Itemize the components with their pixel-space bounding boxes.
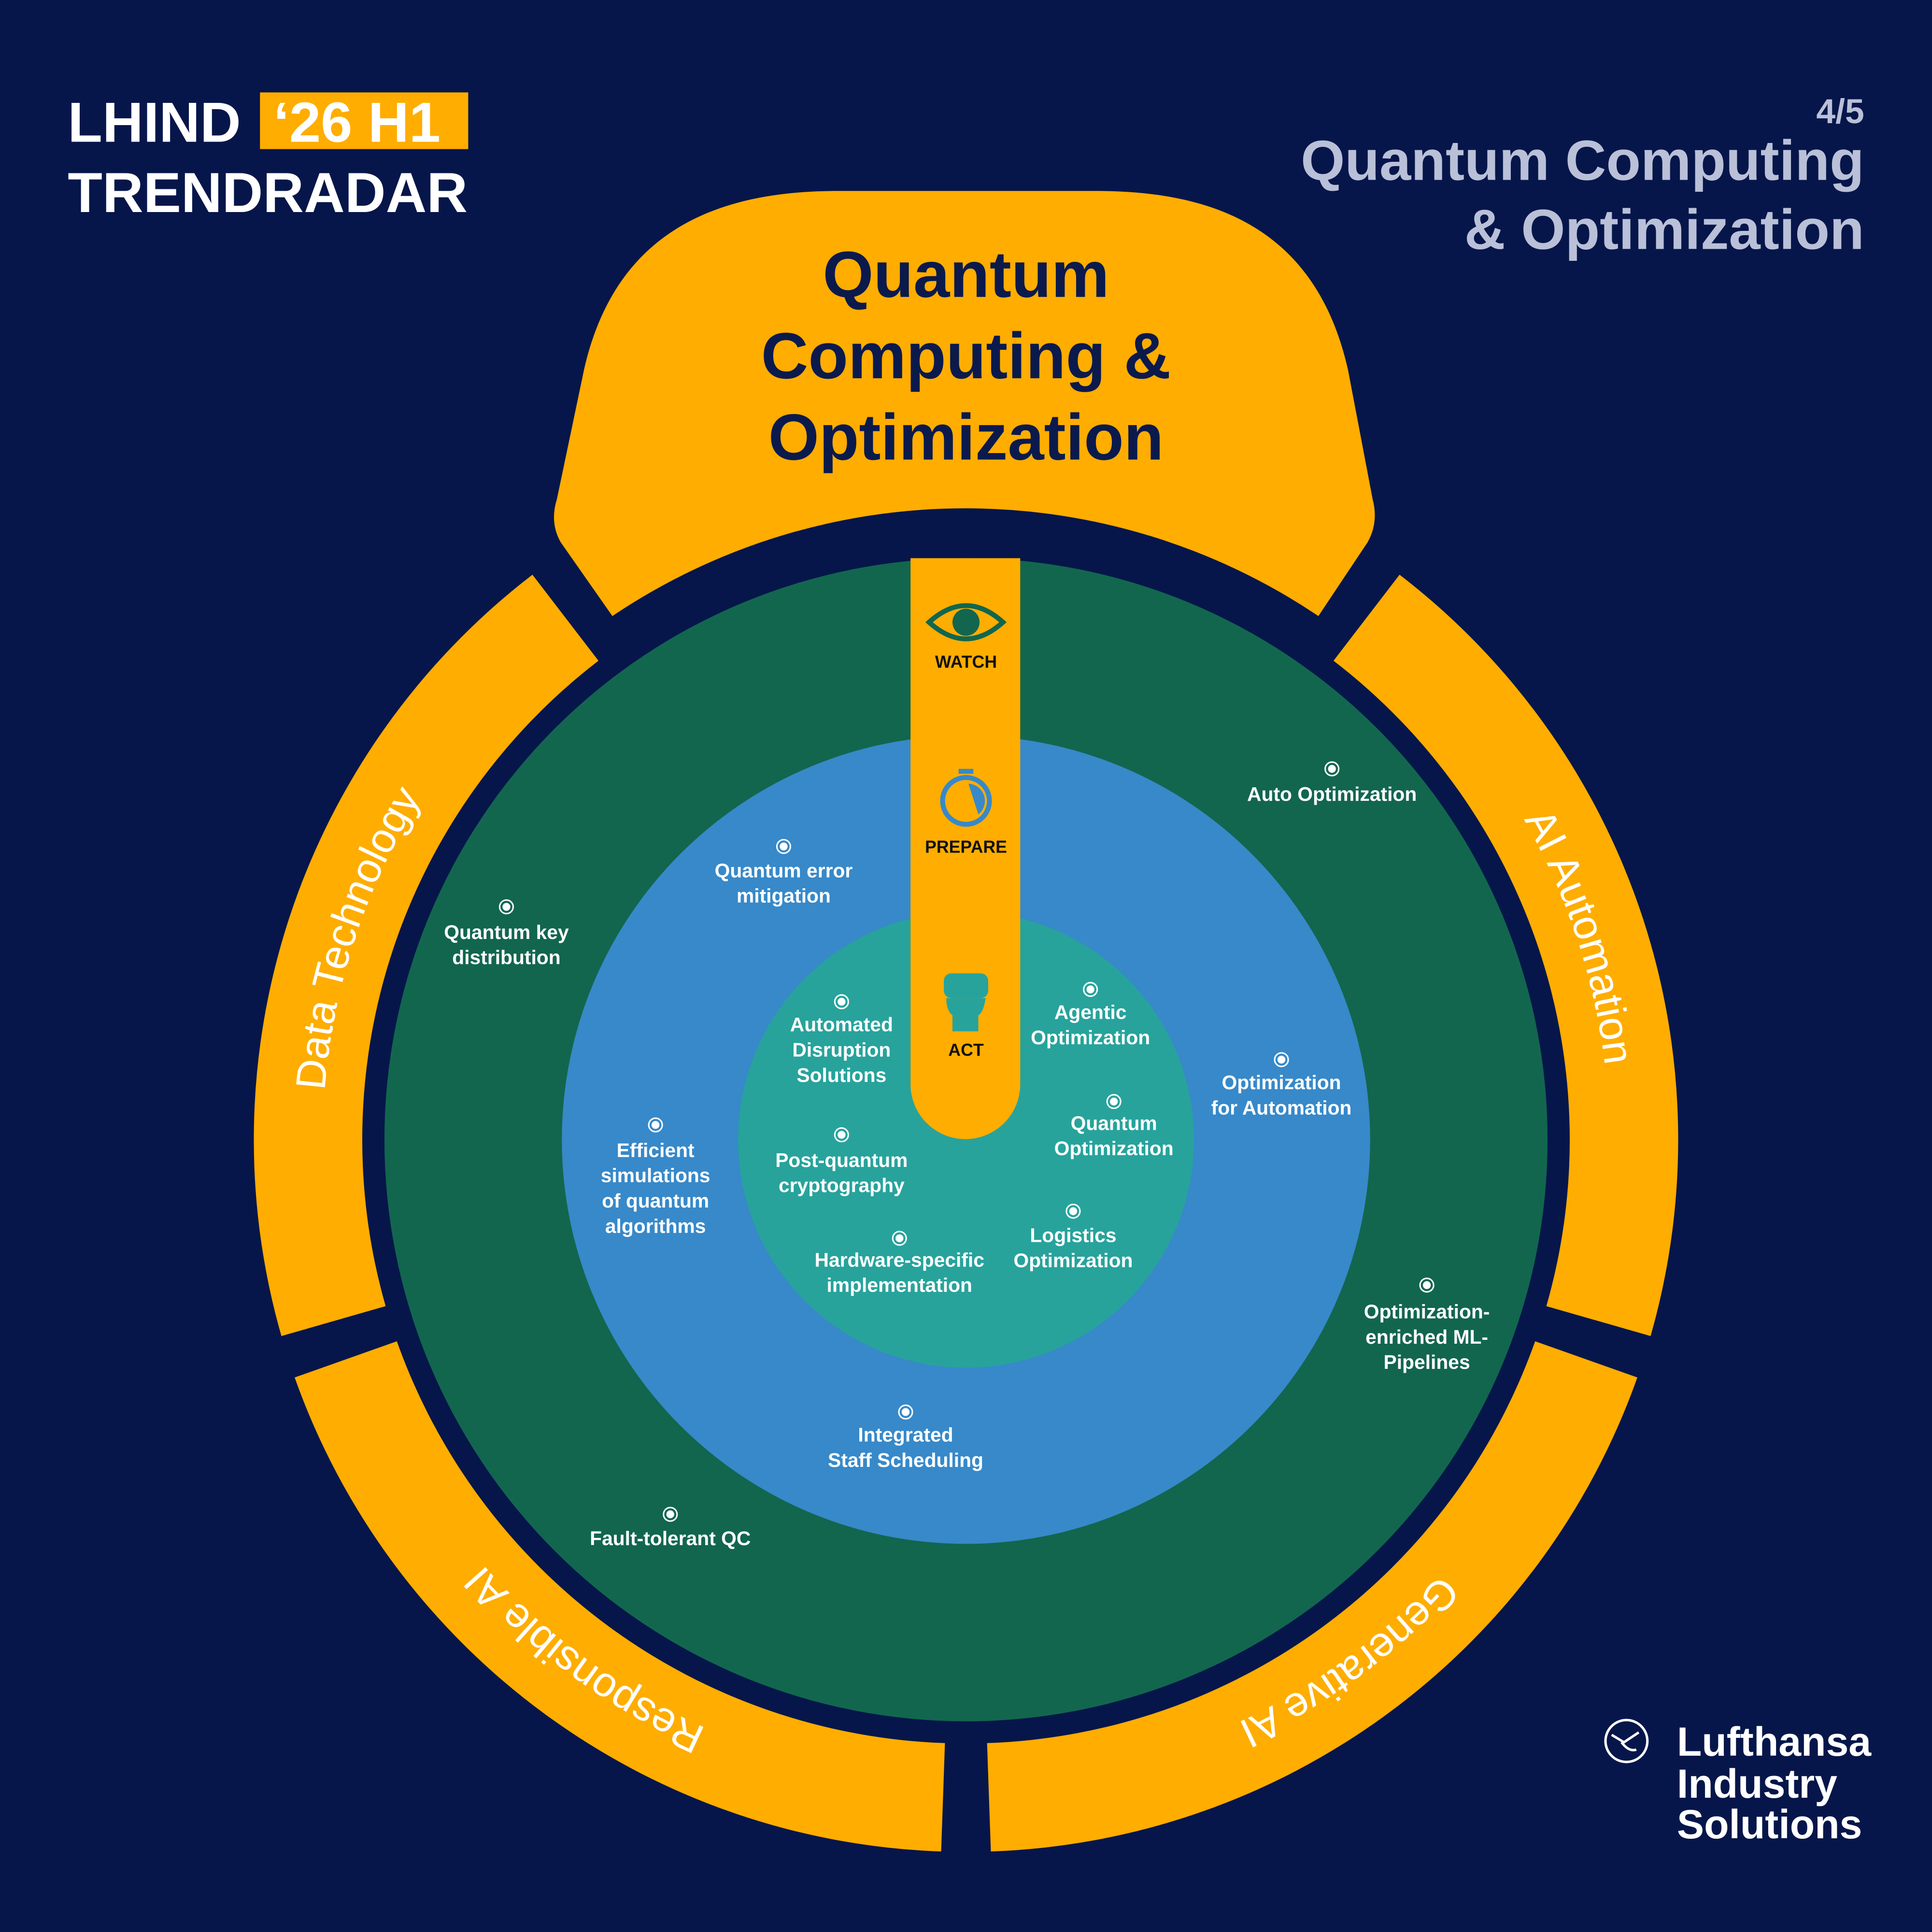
trend-dot[interactable] [780,842,788,851]
trend-item-label: Integrated [858,1424,953,1446]
segment-right [1333,574,1678,1336]
trend-item-label: Pipelines [1384,1351,1470,1373]
cap-title-line1: Quantum [823,238,1109,311]
trend-item-label: Automated [790,1013,893,1036]
trend-item-label: mitigation [737,885,831,907]
trend-dot-ring [648,1117,663,1133]
trend-item-label: Quantum [1071,1112,1157,1134]
eye-icon [925,603,1007,641]
trend-item-label: Logistics [1030,1224,1116,1246]
topic-title-line1: Quantum Computing [1301,128,1864,192]
trend-dot-ring [898,1404,913,1420]
trend-item-label: Solutions [796,1064,886,1086]
logo-line1: Lufthansa [1677,1719,1872,1764]
ring-act [738,911,1194,1368]
trend-dot[interactable] [502,903,511,911]
trend-dot-ring [498,899,514,915]
trend-dot-ring [1274,1052,1289,1067]
trend-item-label: implementation [827,1274,972,1296]
trend-dot-ring [834,994,849,1009]
trend-dot[interactable] [666,1510,674,1519]
trend-dot[interactable] [838,997,846,1006]
stage-act-label: ACT [948,1040,984,1060]
header-trendradar: TRENDRADAR [68,161,468,224]
trend-dot[interactable] [895,1234,904,1242]
stage-prepare-label: PREPARE [925,837,1007,856]
segment-bottom-right [987,1341,1637,1852]
trend-dot[interactable] [1109,1097,1118,1106]
stage-bar [910,558,1021,1139]
trend-dot[interactable] [1086,985,1094,994]
header-badge [260,92,469,149]
trend-item[interactable]: Auto Optimization [1247,761,1417,805]
trend-dot-ring [892,1231,907,1246]
trend-item-label: Agentic [1054,1001,1127,1023]
logo-line3: Solutions [1677,1802,1862,1847]
trend-dot[interactable] [1069,1207,1078,1215]
topic-cap [554,191,1375,616]
trend-item-label: distribution [452,946,560,968]
trend-dot-ring [663,1506,678,1522]
header-lhind: LHIND [68,90,241,154]
trend-item-label: simulations [601,1165,710,1187]
trend-item-label: Disruption [792,1039,891,1061]
logo-line2: Industry [1677,1761,1837,1806]
trend-item[interactable]: Fault-tolerant QC [590,1506,751,1549]
trend-dot-ring [1324,761,1340,777]
trend-item-label: cryptography [779,1174,905,1196]
cap-title-line2: Computing & [761,319,1171,392]
trend-item-label: Hardware-specific [815,1249,984,1271]
trend-dot[interactable] [901,1408,910,1416]
trend-item-label: Post-quantum [775,1149,908,1171]
trend-dot-ring [1083,981,1098,997]
trend-dot-ring [834,1127,849,1143]
trend-item-label: for Automation [1211,1096,1352,1119]
trend-dot-ring [1065,1204,1081,1219]
trend-item[interactable]: Post-quantum cryptography [775,1127,908,1196]
segment-bottom-left [295,1341,945,1852]
trend-item-label: Optimization [1031,1026,1150,1049]
trend-item[interactable]: Optimization-enriched ML- Pipelines [1364,1278,1490,1374]
trend-item-label: of quantum [602,1190,709,1212]
lufthansa-crane-logo-icon [1604,1719,1649,1763]
trend-item-label: Quantum key [444,921,569,943]
trend-item-label: Fault-tolerant QC [590,1527,751,1549]
trend-dot-ring [1106,1094,1122,1109]
trend-dot-ring [776,838,792,854]
trend-item[interactable]: Quantum error mitigation [715,838,853,907]
topic-title-line2: & Optimization [1464,198,1864,261]
segment-left [254,574,599,1336]
trend-dot[interactable] [838,1131,846,1139]
trend-item[interactable]: Efficient simulations of quantum algorithms [601,1117,710,1237]
stage-watch-label: WATCH [935,653,997,672]
trend-item-label: Staff Scheduling [828,1449,983,1471]
trend-item-label: enriched ML- [1365,1326,1488,1348]
trend-dot[interactable] [1328,765,1336,773]
trend-item-label: algorithms [605,1215,706,1237]
trend-item-label: Optimization [1222,1071,1341,1094]
trend-item[interactable]: Hardware-specific implementation [815,1231,984,1296]
trend-item-label: Quantum error [715,859,853,881]
trend-dot[interactable] [1277,1055,1286,1064]
trend-dot[interactable] [651,1121,660,1129]
trend-item[interactable]: Quantum key distribution [444,899,569,969]
stopwatch-icon [940,768,992,827]
page-indicator: 4/5 [1816,92,1864,131]
trend-dot[interactable] [1422,1281,1431,1289]
trend-item-label: Optimization- [1364,1301,1490,1323]
cap-title-line3: Optimization [768,401,1164,474]
fist-icon [944,973,988,1032]
trend-item-label: Efficient [617,1139,695,1161]
trend-item-label: Optimization [1054,1137,1174,1160]
header-badge-text: ‘26 H1 [273,90,440,154]
trend-dot-ring [1419,1278,1435,1293]
trend-item-label: Optimization [1013,1250,1133,1272]
trend-item-label: Auto Optimization [1247,783,1417,805]
